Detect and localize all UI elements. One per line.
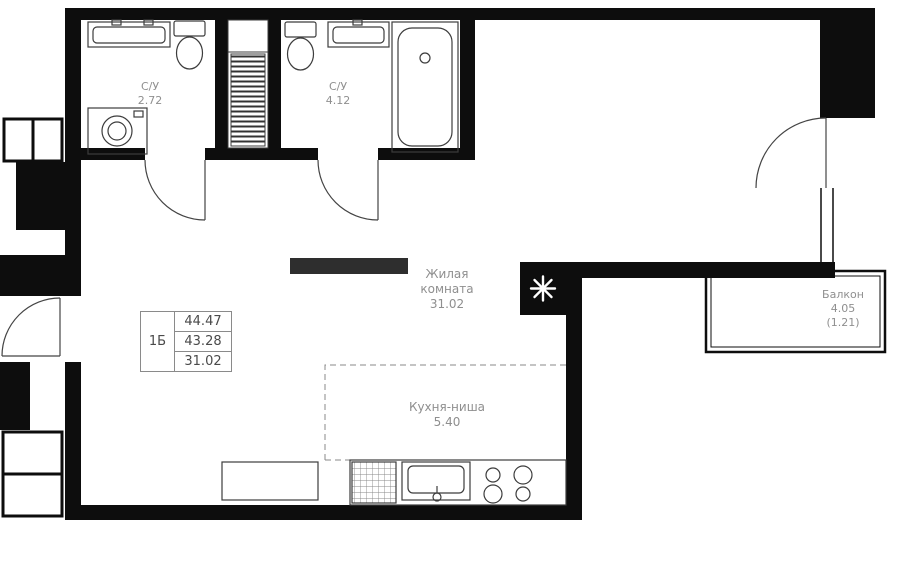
room-label-bathroom-small: С/У 2.72 (105, 80, 195, 108)
vent-asterisk-icon (520, 262, 566, 315)
door-swing-icon (1, 117, 827, 357)
room-label-bathroom-large: С/У 4.12 (293, 80, 383, 108)
partition-wall (290, 258, 408, 274)
stove-burners-icon (483, 465, 533, 504)
toilet-icon (284, 21, 317, 71)
room-name: комната (420, 282, 474, 296)
room-name: Кухня-ниша (408, 400, 486, 414)
toilet-icon (173, 20, 206, 70)
apartment-info-table: 1Б 44.47 43.28 31.02 (140, 311, 232, 372)
room-name: Балкон (822, 288, 864, 301)
room-area: 31.02 (429, 297, 465, 311)
total-area-value: 44.47 (184, 314, 222, 329)
room-name: С/У (328, 80, 348, 93)
kitchen-sink-icon (401, 461, 471, 502)
window-right (820, 188, 834, 262)
walls (0, 8, 875, 520)
vanity-sink-icon (87, 19, 171, 48)
room-area: 4.05 (830, 302, 856, 315)
ventilation-shaft-hatch-icon (227, 19, 269, 149)
bathtub-icon (391, 21, 459, 153)
apartment-type: 1Б (141, 312, 175, 371)
room-area-coefficient: (1.21) (826, 316, 860, 329)
left-shaft-boxes (1, 117, 64, 518)
room-area: 5.40 (433, 415, 461, 429)
room-label-kitchen-niche: Кухня-ниша 5.40 (389, 400, 505, 430)
room-name: Жилая (425, 267, 469, 281)
vanity-sink-icon (327, 19, 390, 48)
room-label-living-room: Жилая комната 31.02 (389, 267, 505, 312)
room-name: С/У (140, 80, 160, 93)
appliance-grid-icon (351, 461, 397, 504)
kitchen-counter (349, 459, 567, 506)
room-area: 4.12 (325, 94, 351, 107)
washing-machine-icon (87, 107, 148, 155)
kitchen-niche-boundary (324, 364, 566, 461)
balcony-outline (704, 269, 887, 354)
living-area-value: 31.02 (175, 351, 231, 371)
reduced-area-value: 43.28 (175, 331, 231, 351)
kitchen-cabinet-icon (221, 461, 319, 501)
room-label-balcony: Балкон 4.05 (1.21) (798, 288, 888, 330)
room-area: 2.72 (137, 94, 163, 107)
